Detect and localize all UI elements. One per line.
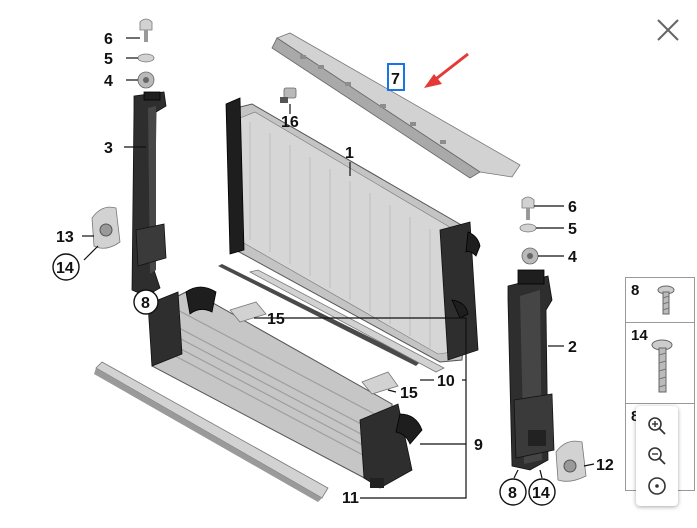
label-5-right[interactable]: 5 (568, 221, 577, 238)
label-16[interactable]: 16 (281, 114, 299, 131)
parts-thumbnail-panel: 8 14 8 (625, 277, 695, 491)
zoom-out-button[interactable] (645, 444, 669, 468)
close-button[interactable] (654, 16, 682, 44)
label-3[interactable]: 3 (104, 140, 113, 157)
thumbnail-14[interactable]: 14 (626, 323, 694, 404)
part-2-bracket-right (507, 269, 555, 471)
thumbnail-8[interactable]: 8 (626, 278, 694, 323)
label-7-highlight (387, 63, 405, 91)
part-9-intercooler (147, 286, 423, 489)
zoom-reset-button[interactable] (645, 474, 669, 498)
label-7[interactable]: 7 (391, 71, 400, 88)
label-13[interactable]: 13 (56, 229, 74, 246)
label-14-left-circle (52, 253, 80, 281)
label-4-left[interactable]: 4 (104, 73, 113, 90)
label-5-left[interactable]: 5 (104, 51, 113, 68)
part-15-bracket (229, 301, 399, 395)
part-12-clip (555, 440, 587, 482)
label-2[interactable]: 2 (568, 339, 577, 356)
label-10[interactable]: 10 (437, 373, 455, 390)
red-arrow-icon (424, 52, 469, 88)
screw-icon (657, 285, 675, 315)
label-14-right[interactable]: 14 (532, 485, 550, 502)
thumbnail-8-label: 8 (631, 282, 640, 299)
part-10-seal (218, 264, 445, 373)
thumbnail-8-bottom-label: 8 (631, 408, 639, 425)
label-12[interactable]: 12 (596, 457, 614, 474)
label-11[interactable]: 11 (342, 490, 359, 507)
label-14-right-circle (528, 478, 556, 506)
label-14-left[interactable]: 14 (56, 260, 74, 277)
part-11-seal (94, 361, 329, 502)
leader-lines (82, 37, 595, 499)
label-15-bottom[interactable]: 15 (400, 385, 418, 402)
label-8-right[interactable]: 8 (508, 485, 517, 502)
zoom-in-button[interactable] (645, 414, 669, 438)
label-1[interactable]: 1 (345, 145, 354, 162)
zoom-in-icon (648, 417, 666, 435)
label-8-left[interactable]: 8 (141, 295, 150, 312)
label-9[interactable]: 9 (474, 437, 483, 454)
zoom-reset-icon (648, 477, 666, 495)
zoom-out-icon (648, 447, 666, 465)
part-16-sensor (280, 87, 297, 103)
close-icon (657, 19, 679, 41)
part-1-radiator (225, 97, 481, 363)
label-4-right[interactable]: 4 (568, 249, 577, 266)
part-13-clip (91, 206, 121, 249)
fastener-stack-left (137, 18, 155, 89)
zoom-controls (636, 406, 678, 506)
label-8-left-circle (133, 289, 159, 315)
label-6-right[interactable]: 6 (568, 199, 577, 216)
label-15-top[interactable]: 15 (267, 311, 285, 328)
thumbnail-14-label: 14 (631, 327, 648, 344)
thumbnail-8-bottom[interactable]: 8 (626, 404, 694, 490)
label-8-right-circle (499, 478, 527, 506)
fastener-stack-right (519, 196, 539, 265)
screw-long-icon (651, 339, 673, 393)
part-7-cover (271, 32, 521, 179)
part-labels: 6 5 4 3 13 14 8 16 1 7 6 5 4 2 15 15 10 … (52, 31, 614, 507)
label-6-left[interactable]: 6 (104, 31, 113, 48)
part-3-bracket-left (131, 91, 167, 297)
